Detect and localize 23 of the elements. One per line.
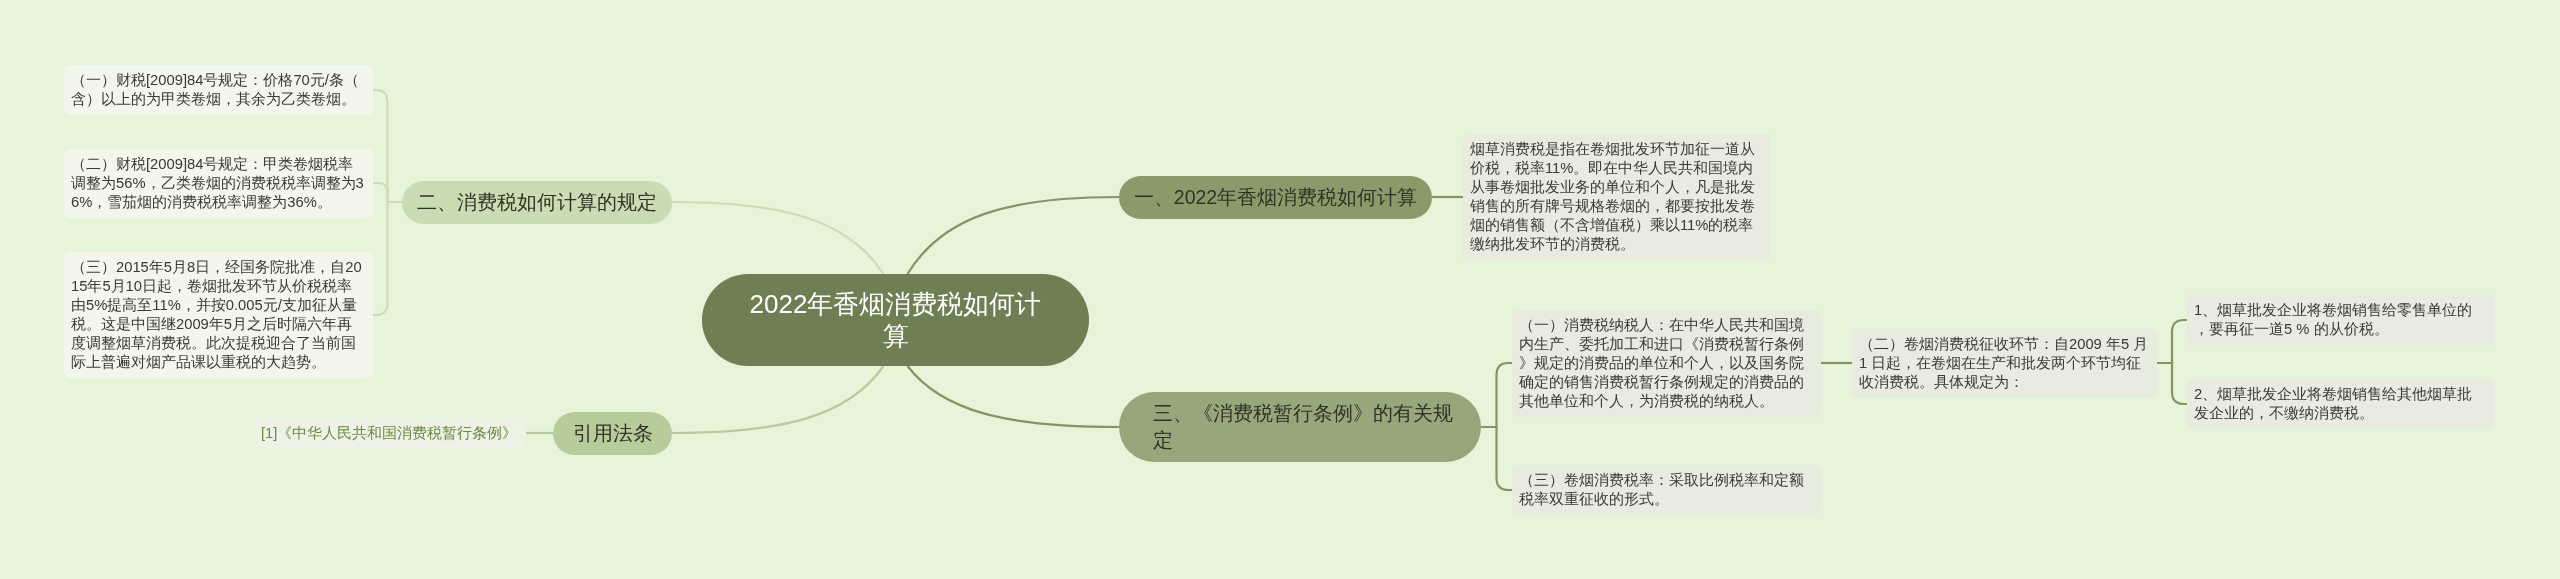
branch-line [672, 200, 885, 275]
branch-line [906, 195, 1119, 275]
branch-topic: 引用法条 [553, 411, 672, 455]
branch-line [2157, 361, 2187, 406]
note-card: 烟草消费税是指在卷烟批发环节加征一道从价税，税率11%。即在中华人民共和国境内从事卷烟批发业务的单位和个人，凡是批发销售的所有牌号规格卷烟的，都要按批发卷烟的销售额（不含增值税）乘以11%的税率缴纳批发环节的消费税。 [1463, 134, 1771, 260]
note-card: （一）财税[2009]84号规定：价格70元/条（含）以上的为甲类卷烟，其余为乙类卷烟。 [64, 65, 373, 115]
note-card: （二）财税[2009]84号规定：甲类卷烟税率调整为56%，乙类卷烟的消费税税率调整为36%，雪茄烟的消费税税率调整为36%。 [64, 148, 373, 218]
citation-card: [1]《中华人民共和国消费税暂行条例》 [254, 417, 526, 449]
branch-line [906, 365, 1119, 429]
note-card: （一）消费税纳税人：在中华人民共和国境内生产、委托加工和进口《消费税暂行条例》规定的消费品的单位和个人，以及国务院确定的销售消费税暂行条例规定的消费品的其他单位和个人，为消费税的纳税人。 [1512, 309, 1821, 417]
branch-line [526, 431, 553, 435]
central-topic: 2022年香烟消费税如何计算 [702, 274, 1089, 366]
note-card: 1、烟草批发企业将卷烟销售给零售单位的，要再征一道5 % 的从价税。 [2187, 295, 2495, 345]
note-card: （二）卷烟消费税征收环节：自2009 年5 月1 日起，在卷烟在生产和批发两个环节均征收消费税。具体规定为： [1852, 328, 2157, 398]
branch-line [1432, 195, 1463, 199]
branch-topic: 一、2022年香烟消费税如何计算 [1119, 175, 1432, 219]
branch-topic: 二、消费税如何计算的规定 [402, 180, 672, 224]
branch-topic: 三、《消费税暂行条例》的有关规定 [1119, 392, 1481, 462]
branch-line [672, 365, 885, 435]
note-card: （三）2015年5月8日，经国务院批准，自2015年5月10日起，卷烟批发环节从价税税率由5%提高至11%，并按0.005元/支加征从量税。这是中国继2009年5月之后时隔六年再度调整烟草消费税。此次提税迎合了当前国际上普遍对烟产品课以重税的大趋势。 [64, 252, 373, 378]
note-card: （三）卷烟消费税率：采取比例税率和定额税率双重征收的形式。 [1512, 465, 1821, 515]
branch-line [1821, 361, 1852, 365]
note-card: 2、烟草批发企业将卷烟销售给其他烟草批发企业的，不缴纳消费税。 [2187, 379, 2495, 429]
